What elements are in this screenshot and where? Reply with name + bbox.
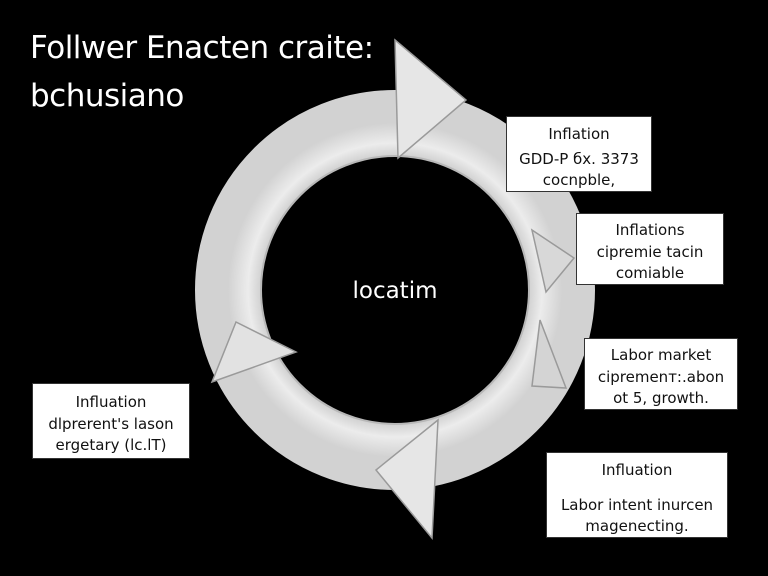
cycle-arrow-icon bbox=[531, 319, 568, 389]
card-line: Labor intent inurcen bbox=[560, 496, 714, 514]
card-line: cipremenт:.abon bbox=[597, 368, 725, 386]
cycle-arrow-icon bbox=[530, 228, 576, 294]
center-label: locatim bbox=[352, 278, 438, 304]
cycle-arrow-icon bbox=[394, 38, 468, 160]
card-line: dlprerent's lason bbox=[48, 415, 174, 433]
card-title: Influation bbox=[601, 461, 673, 479]
info-card-influation-bottom: Influation Labor intent inurcen magenect… bbox=[546, 452, 728, 538]
cycle-arrow-icon bbox=[210, 320, 298, 384]
card-line: magenecting. bbox=[585, 517, 689, 535]
card-line: GDD-P бх. 3373 bbox=[519, 150, 639, 168]
info-card-labor-market: Labor market cipremenт:.abon ot 5, growt… bbox=[584, 338, 738, 410]
card-line: ergetary (lc.lT) bbox=[55, 436, 167, 454]
info-card-inflations: Inflations cipremie tacin comiable bbox=[576, 213, 724, 285]
card-title: Inflation bbox=[548, 125, 610, 143]
cycle-arrow-icon bbox=[374, 418, 439, 540]
diagram-title-line-2: bchusiano bbox=[30, 78, 184, 114]
card-title: Inflations bbox=[615, 221, 685, 239]
diagram-title-line-1: Follwer Enacten craite: bbox=[30, 30, 374, 66]
info-card-influation-left: Influation dlprerent's lason ergetary (l… bbox=[32, 383, 190, 459]
cycle-ring-inner-edge bbox=[260, 155, 530, 425]
info-card-inflation: Inflation GDD-P бх. 3373 cocnpble, bbox=[506, 116, 652, 192]
card-line: cocnpble, bbox=[542, 171, 616, 189]
card-line: ot 5, growth. bbox=[613, 389, 709, 407]
card-line: comiable bbox=[615, 264, 685, 282]
card-title: Labor market bbox=[610, 346, 712, 364]
card-title: Influation bbox=[75, 393, 147, 411]
card-line: cipremie tacin bbox=[596, 243, 704, 261]
